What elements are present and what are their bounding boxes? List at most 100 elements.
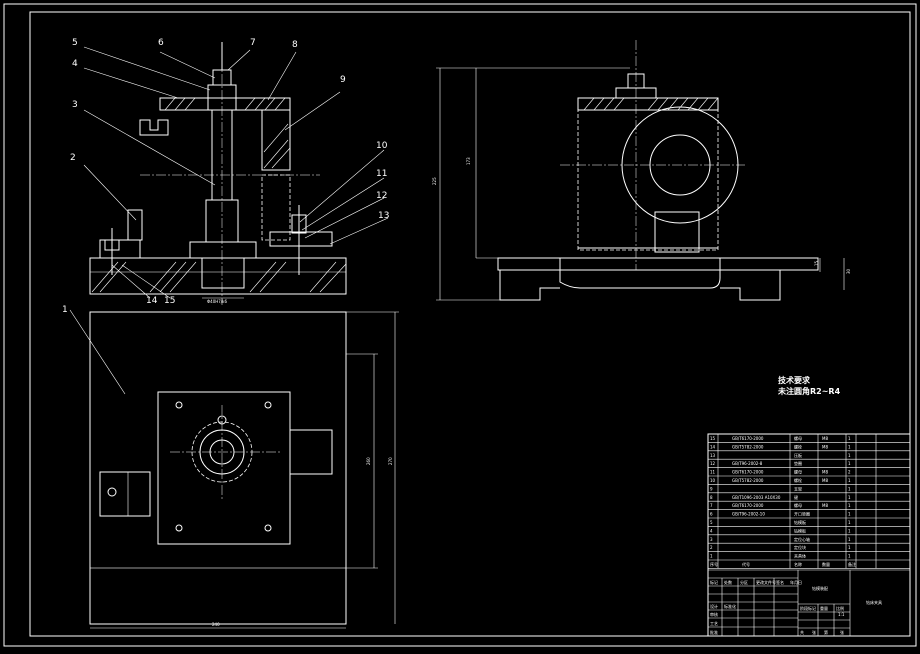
title-block-label: 批准 [710,629,718,635]
title-drawing-name: 钻床夹具 [866,599,882,605]
bom-name-cell: 定位块 [794,544,806,550]
label-14: 14 [146,296,158,306]
side-dim-d: 30 [846,268,851,274]
bom-name-cell: 螺母 [794,435,802,441]
front-section-view: Φ40H7/k6 [89,42,347,305]
label-4: 4 [72,59,78,69]
title-block-label: 处数 [724,579,732,585]
part-leaders [69,46,389,395]
bom-header-note: 备注 [848,561,856,567]
label-6: 6 [158,38,164,48]
bom-no-cell: 6 [710,512,713,517]
label-15: 15 [164,296,175,306]
label-7: 7 [250,38,256,48]
bom-name-cell: 夹具体 [794,553,806,559]
bom-spec-cell: M8 [822,503,828,508]
bom-spec-cell: M8 [822,478,828,483]
bom-qty-cell: 1 [848,528,851,533]
bom-qty-cell: 1 [848,520,851,525]
bom-qty-cell: 1 [848,444,851,449]
bom-code-cell: GB/T96-2002-10 [732,512,765,517]
bom-name-cell: 定位心轴 [794,536,810,542]
bom-no-cell: 2 [710,545,713,550]
bom-spec-cell: M8 [822,470,828,475]
label-3: 3 [72,100,78,110]
side-view: 173 225 15 30 [432,40,851,301]
title-block-label: 设计 [710,603,718,609]
side-dim-b: 225 [432,177,437,185]
bom-no-cell: 12 [710,461,716,466]
bom-qty-cell: 1 [848,478,851,483]
bom-no-cell: 11 [710,470,716,475]
bom-name-cell: 钻模板 [794,527,806,533]
bom-no-cell: 14 [710,444,716,449]
title-block-label: 审核 [710,611,718,617]
label-5: 5 [72,38,78,48]
bom-name-cell: 螺母 [794,469,802,475]
bom-code-cell: GB/T96-2002-8 [732,461,763,466]
top-view: 260 270 240 [89,311,399,629]
bom-no-cell: 8 [710,495,713,500]
bom-code-cell: GB/T6170-2000 [732,470,764,475]
bom-header-no: 序号 [710,561,718,567]
label-8: 8 [292,40,298,50]
inner-border [29,11,911,637]
bom-header-qty: 数量 [822,561,830,567]
bom-code-cell: GB/T5782-2000 [732,444,764,449]
bom-name-cell: 钻模板 [794,519,806,525]
bom-code-cell: GB/T1096-2003 A10X30 [732,495,781,500]
title-block-label: 年月日 [790,579,802,585]
bom-header-code: 代号 [742,561,750,567]
bom-no-cell: 15 [710,436,716,441]
outer-border [3,3,917,647]
bom-no-cell: 1 [710,554,713,559]
top-dim-a: 260 [366,457,371,465]
bom-qty-cell: 1 [848,554,851,559]
title-unit: 钻模装配 [812,585,828,591]
bom-code-cell: GB/T5782-2000 [732,478,764,483]
bom-spec-cell: M8 [822,444,828,449]
bom-qty-cell: 1 [848,495,851,500]
bom-name-cell: 螺母 [794,502,802,508]
title-block-label: 张 [840,629,844,635]
diameter-dimension: Φ40H7/k6 [207,299,227,304]
bom-name-cell: 压板 [794,452,802,458]
label-2: 2 [70,153,76,163]
bom-name-cell: 垫圈 [794,460,802,466]
title-block-label: 工艺 [710,621,718,626]
bom-no-cell: 5 [710,520,713,525]
tech-req-item: 未注圆角R2~R4 [777,386,841,396]
title-block-label: 比例 [836,605,844,611]
title-block-label: 分区 [740,579,748,585]
bom-qty-cell: 1 [848,461,851,466]
bom-spec-cell: M8 [822,436,828,441]
bom-name-cell: 螺栓 [794,477,802,483]
bom-no-cell: 10 [710,478,716,483]
bom-no-cell: 13 [710,453,716,458]
side-dim-c: 15 [814,260,819,266]
bom-no-cell: 3 [710,537,713,542]
bom-qty-cell: 1 [848,537,851,542]
label-12: 12 [376,191,387,201]
bom-qty-cell: 1 [848,503,851,508]
bom-no-cell: 4 [710,528,713,533]
bom-header-name: 名称 [794,561,802,567]
bom-name-cell: 开口垫圈 [794,511,810,517]
title-block: 钻模装配 钻床夹具 1:1 标记处数分区更改文件号签名年月日设计标准化审核工艺批… [708,569,910,636]
label-11: 11 [376,169,387,179]
title-scale: 1:1 [838,612,845,617]
title-block-label: 共 [800,629,804,635]
bom-no-cell: 7 [710,503,713,508]
bom-code-cell: GB/T6170-2000 [732,503,764,508]
title-block-label: 更改文件号 [756,579,776,585]
top-dim-b: 270 [388,457,393,465]
bom-qty-cell: 1 [848,436,851,441]
technical-requirements: 技术要求 未注圆角R2~R4 [777,375,841,396]
bom-qty-cell: 1 [848,453,851,458]
label-10: 10 [376,141,388,151]
bom-code-cell: GB/T6170-2000 [732,436,764,441]
title-block-label: 张 [812,629,816,635]
part-labels: 1 2 3 4 5 6 7 8 9 10 11 12 13 14 15 [62,38,389,315]
